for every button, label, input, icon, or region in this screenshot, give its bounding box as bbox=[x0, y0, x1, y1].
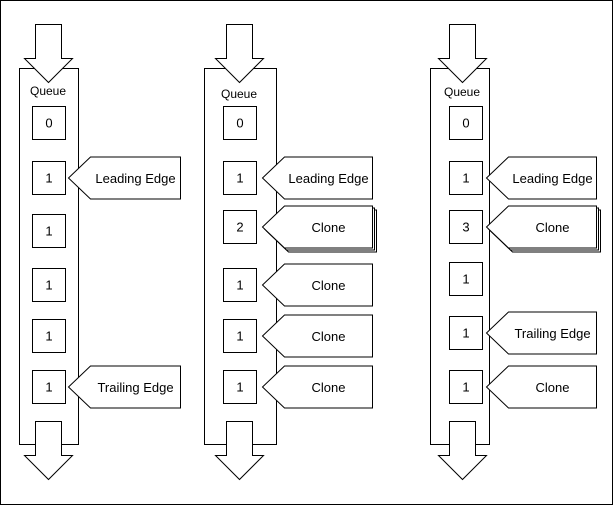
callout-shape bbox=[67, 365, 181, 409]
callout-shape bbox=[261, 314, 373, 358]
output-arrow-icon bbox=[23, 421, 74, 481]
queue-cell bbox=[223, 268, 257, 302]
queue-cell bbox=[223, 106, 257, 140]
output-arrow-icon bbox=[437, 421, 488, 481]
queue-label: Queue bbox=[444, 85, 480, 99]
queue-cell bbox=[32, 214, 66, 248]
callout-shape bbox=[485, 156, 597, 200]
queue-cell-value: 2 bbox=[236, 220, 243, 235]
callout-label: Clone bbox=[536, 380, 570, 395]
queue-cell-value: 0 bbox=[236, 116, 243, 131]
queue-cell bbox=[449, 262, 483, 296]
output-arrow-icon bbox=[214, 421, 265, 481]
queue-label: Queue bbox=[30, 84, 66, 98]
input-arrow-icon bbox=[437, 24, 488, 84]
queue-cell-value: 1 bbox=[45, 224, 52, 239]
queue-cell-value: 1 bbox=[462, 380, 469, 395]
queue-cell bbox=[223, 319, 257, 353]
callout-label: Clone bbox=[312, 220, 346, 235]
callout-label: Clone bbox=[536, 220, 570, 235]
queue-cell-value: 1 bbox=[462, 326, 469, 341]
queue-cell bbox=[32, 370, 66, 404]
queue-cell-value: 1 bbox=[462, 171, 469, 186]
queue-label: Queue bbox=[221, 87, 257, 101]
callout-shape bbox=[261, 365, 373, 409]
callout-shape bbox=[485, 311, 597, 355]
queue-cell bbox=[32, 161, 66, 195]
callout-shape bbox=[485, 365, 597, 409]
queue-cell-value: 1 bbox=[45, 278, 52, 293]
queue-cell bbox=[32, 106, 66, 140]
queue-cell-value: 0 bbox=[462, 116, 469, 131]
input-arrow-icon bbox=[214, 24, 265, 84]
queue-cell-value: 1 bbox=[45, 329, 52, 344]
callout-label: Clone bbox=[312, 278, 346, 293]
queue-cell-value: 1 bbox=[462, 272, 469, 287]
queue-cell bbox=[223, 161, 257, 195]
callout-label: Leading Edge bbox=[288, 171, 368, 186]
callout-shape bbox=[261, 205, 373, 249]
queue-cell bbox=[449, 106, 483, 140]
queue-cell bbox=[449, 210, 483, 244]
callout-label: Leading Edge bbox=[95, 171, 175, 186]
queue-cell-value: 1 bbox=[236, 278, 243, 293]
callout-label: Trailing Edge bbox=[514, 326, 590, 341]
queue-cell bbox=[449, 370, 483, 404]
callout-shape bbox=[261, 263, 373, 307]
queue-cell-value: 1 bbox=[236, 171, 243, 186]
callout-label: Clone bbox=[312, 380, 346, 395]
callout-shape bbox=[261, 156, 373, 200]
callout-label: Trailing Edge bbox=[97, 380, 173, 395]
queue-cell bbox=[449, 161, 483, 195]
queue-cell bbox=[449, 316, 483, 350]
queue-cell-value: 1 bbox=[236, 329, 243, 344]
callout-shape bbox=[67, 156, 181, 200]
queue-cell-value: 0 bbox=[45, 116, 52, 131]
input-arrow-icon bbox=[23, 24, 74, 84]
callout-label: Leading Edge bbox=[512, 171, 592, 186]
queue-cell-value: 1 bbox=[45, 380, 52, 395]
queue-cell bbox=[32, 268, 66, 302]
callout-label: Clone bbox=[312, 329, 346, 344]
queue-cell bbox=[32, 319, 66, 353]
queue-cell bbox=[223, 210, 257, 244]
queue-cell-value: 1 bbox=[45, 171, 52, 186]
queue-cell bbox=[223, 370, 257, 404]
callout-shape bbox=[485, 205, 597, 249]
queue-cell-value: 3 bbox=[462, 220, 469, 235]
queue-cell-value: 1 bbox=[236, 380, 243, 395]
